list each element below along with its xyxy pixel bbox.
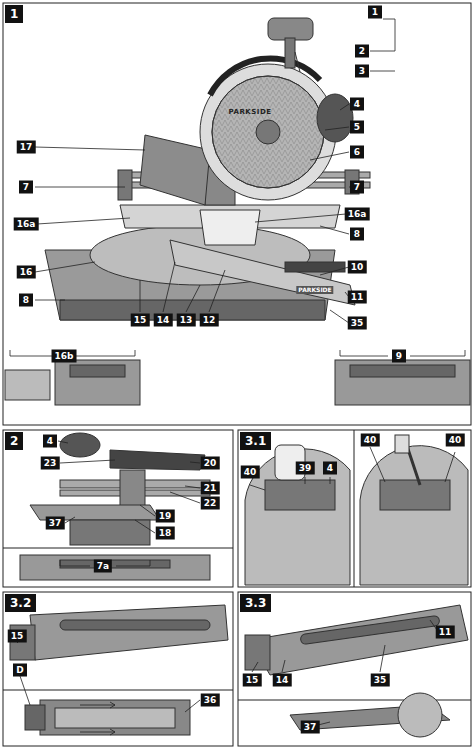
panel-label: 3.3 (240, 594, 271, 612)
callout-number: 23 (41, 457, 60, 470)
callout-number: 11 (436, 626, 455, 639)
callout-number: 17 (17, 141, 36, 154)
callout-number: 11 (348, 291, 367, 304)
panel-label: 1 (5, 5, 23, 23)
brand-text: PARKSIDE (296, 286, 333, 294)
callout-number: 10 (348, 261, 367, 274)
panel-label: 2 (5, 432, 23, 450)
callout-number: 7 (350, 181, 364, 194)
callout-number: 9 (392, 350, 406, 363)
panel-label: 3.2 (5, 594, 36, 612)
callout-number: 37 (46, 517, 65, 530)
callout-number: 15 (243, 674, 262, 687)
callout-number: 13 (177, 314, 196, 327)
callout-number: 22 (201, 497, 220, 510)
callout-number: 16a (345, 208, 370, 221)
callout-number: 4 (350, 98, 364, 111)
brand-text: PARKSIDE (229, 109, 272, 116)
callout-number: 16a (14, 218, 39, 231)
callout-number: 1 (368, 6, 382, 19)
callout-number: 2 (355, 45, 369, 58)
callout-number: 40 (361, 434, 380, 447)
callout-number: 35 (348, 317, 367, 330)
callout-number: 8 (19, 294, 33, 307)
callout-number: 16 (17, 266, 36, 279)
callout-number: 16b (52, 350, 77, 363)
callout-number: 14 (273, 674, 292, 687)
callout-number: 21 (201, 482, 220, 495)
callout-number: 40 (446, 434, 465, 447)
callout-number: 35 (371, 674, 390, 687)
callout-number: 40 (241, 466, 260, 479)
callout-number: 6 (350, 146, 364, 159)
callout-number: 18 (156, 527, 175, 540)
callout-number: 15 (131, 314, 150, 327)
callout-number: 8 (350, 228, 364, 241)
callout-number: 5 (350, 121, 364, 134)
callout-number: 7 (19, 181, 33, 194)
callout-number: 39 (296, 462, 315, 475)
callout-number: D (13, 664, 27, 677)
callout-number: 36 (201, 694, 220, 707)
callout-number: 4 (323, 462, 337, 475)
panel-label: 3.1 (240, 432, 271, 450)
callout-number: 4 (43, 435, 57, 448)
callout-number: 3 (355, 65, 369, 78)
callout-number: 19 (156, 510, 175, 523)
callout-number: 14 (154, 314, 173, 327)
callout-number: 37 (301, 721, 320, 734)
callout-number: 12 (200, 314, 219, 327)
callout-number: 20 (201, 457, 220, 470)
callout-number: 7a (94, 560, 112, 573)
callout-number: 15 (8, 630, 27, 643)
